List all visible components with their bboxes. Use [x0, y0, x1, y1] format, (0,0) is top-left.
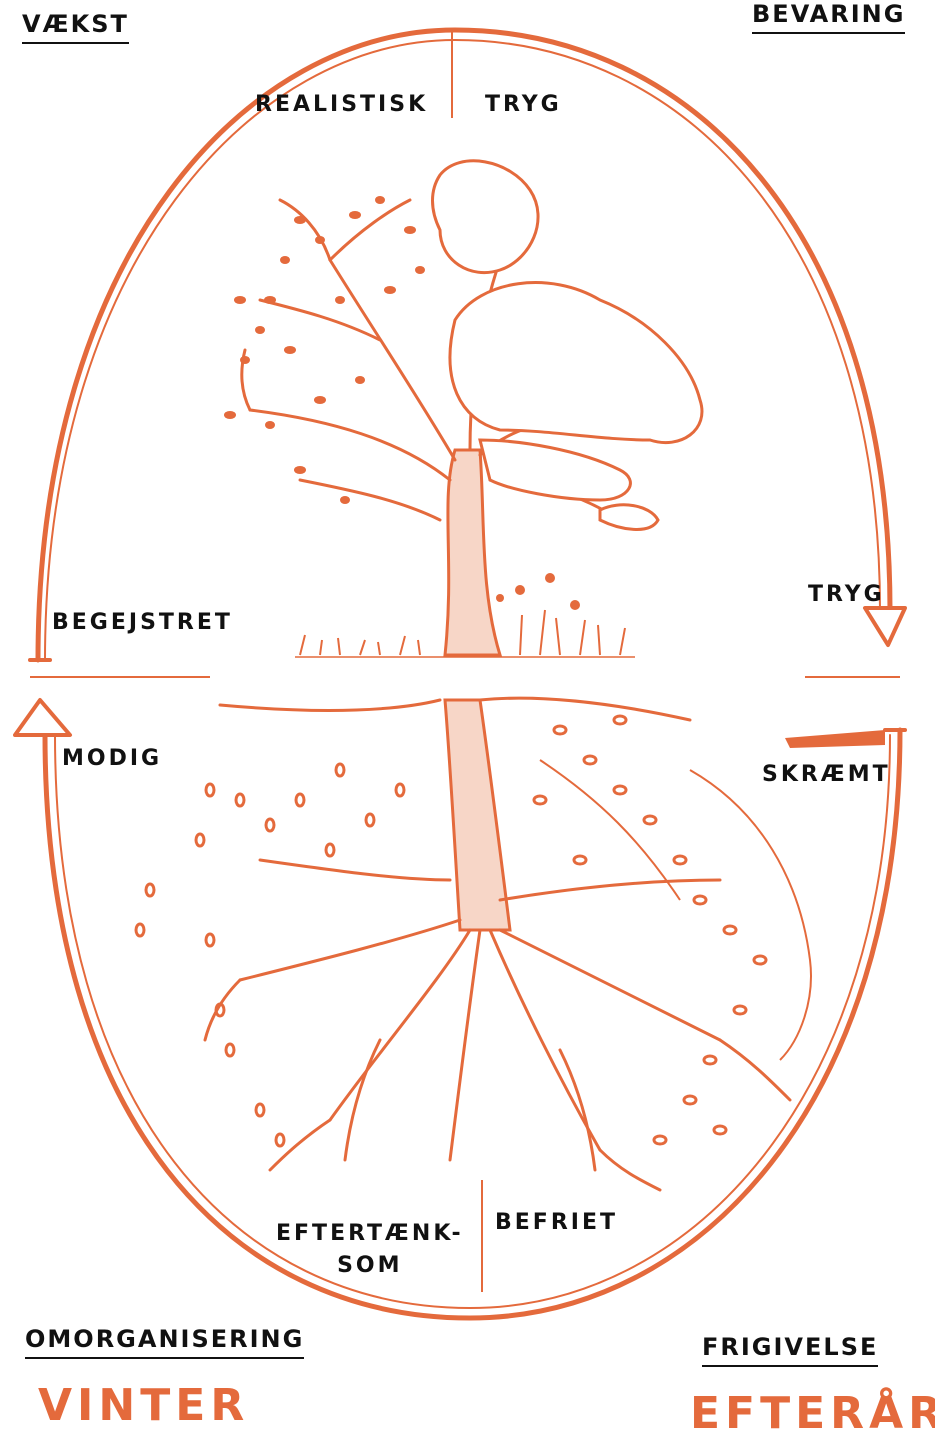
quadrant-label-frigivelse: FRIGIVELSE: [702, 1333, 878, 1367]
word-tryg-top: TRYG: [485, 92, 562, 117]
word-begejstret: BEGEJSTRET: [52, 610, 233, 635]
word-skraemt: SKRÆMT: [762, 762, 891, 787]
word-realistisk: REALISTISK: [255, 92, 428, 117]
up-arrow-head: [15, 700, 70, 735]
quadrant-label-bevaring: BEVARING: [752, 0, 905, 34]
word-modig: MODIG: [62, 746, 162, 771]
season-efteraar: EFTERÅR: [690, 1388, 935, 1439]
quadrant-label-vaekst: VÆKST: [22, 10, 129, 44]
tree-crown: [242, 161, 702, 655]
tree-leaves: [224, 196, 425, 504]
season-vinter: VINTER: [38, 1380, 249, 1431]
tree-roots: [205, 698, 790, 1190]
quadrant-label-omorganisering: OMORGANISERING: [25, 1325, 304, 1359]
scribble-strikethrough: [785, 730, 885, 748]
word-tryg-right: TRYG: [808, 582, 885, 607]
down-arrow-head: [865, 608, 905, 645]
word-eftertaenksom: EFTERTÆNK- SOM: [276, 1218, 464, 1282]
word-befriet: BEFRIET: [495, 1210, 618, 1235]
